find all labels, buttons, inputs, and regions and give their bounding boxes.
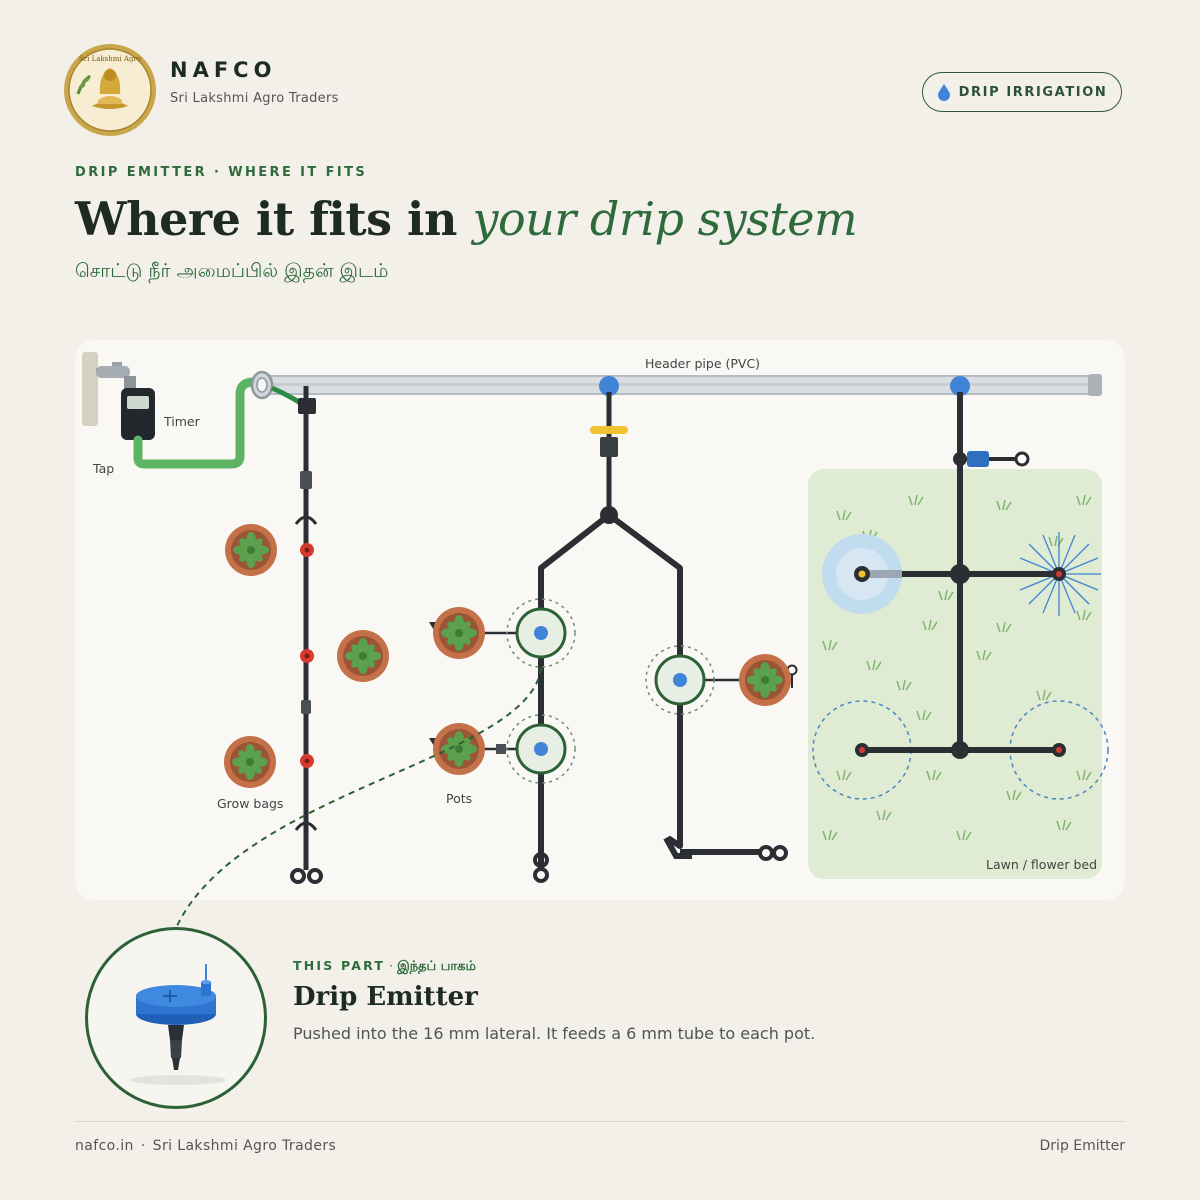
grow-bag: [225, 524, 277, 576]
part-eyebrow-en: THIS PART: [293, 958, 386, 973]
end-cap-icon: [290, 868, 323, 884]
pot: [433, 723, 485, 775]
drip-emitter-node[interactable]: [505, 713, 577, 785]
lawn-area: [808, 469, 1102, 879]
drip-emitter-node[interactable]: [505, 597, 577, 669]
tap-label: Tap: [92, 461, 114, 476]
pots-label: Pots: [446, 791, 472, 806]
headline-plain: Where it fits in: [75, 192, 473, 246]
supply-hose: [133, 377, 265, 469]
part-title: Drip Emitter: [293, 982, 478, 1012]
section-eyebrow: DRIP EMITTER · WHERE IT FITS: [75, 165, 368, 180]
drip-emitter-icon: [130, 964, 226, 1085]
filter-icon: [250, 370, 274, 400]
part-image: [85, 927, 267, 1109]
dripper-icon: [300, 543, 314, 768]
footer-company: Sri Lakshmi Agro Traders: [152, 1138, 337, 1154]
timer-icon: [121, 388, 155, 440]
brand-name: NAFCO: [170, 58, 277, 82]
water-drop-icon: [937, 84, 950, 101]
footer-product: Drip Emitter: [1039, 1138, 1125, 1154]
timer-label: Timer: [163, 414, 201, 429]
tamil-subtitle: சொட்டு நீர் அமைப்பில் இதன் இடம்: [75, 260, 389, 282]
drip-irrigation-badge[interactable]: DRIP IRRIGATION: [922, 72, 1122, 112]
footer-site-link[interactable]: nafco.in: [75, 1138, 134, 1154]
footer-divider: [75, 1121, 1125, 1122]
drip-emitter-node[interactable]: [644, 644, 716, 716]
footer-left: nafco.in·Sri Lakshmi Agro Traders: [75, 1138, 337, 1154]
part-eyebrow-tamil: இந்தப் பாகம்: [397, 959, 476, 974]
grow-bags-label: Grow bags: [217, 796, 283, 811]
sprinkler-icon: [854, 566, 1066, 757]
part-eyebrow: THIS PART·இந்தப் பாகம்: [293, 958, 476, 974]
pot: [433, 607, 485, 659]
lawn-label: Lawn / flower bed: [986, 857, 1097, 872]
part-description: Pushed into the 16 mm lateral. It feeds …: [293, 1024, 816, 1043]
end-cap-icon: [533, 845, 788, 883]
badge-label: DRIP IRRIGATION: [958, 84, 1108, 100]
header-pipe-label: Header pipe (PVC): [645, 356, 760, 371]
page-title: Where it fits in your drip system: [75, 192, 858, 246]
logo-text: Sri Lakshmi Agro: [79, 55, 141, 63]
brand-logo: Sri Lakshmi Agro: [62, 42, 158, 138]
grow-bag: [337, 630, 389, 682]
headline-accent: your drip system: [472, 192, 858, 246]
grow-bag: [224, 736, 276, 788]
brand-tagline: Sri Lakshmi Agro Traders: [170, 91, 339, 106]
pot: [739, 654, 791, 706]
